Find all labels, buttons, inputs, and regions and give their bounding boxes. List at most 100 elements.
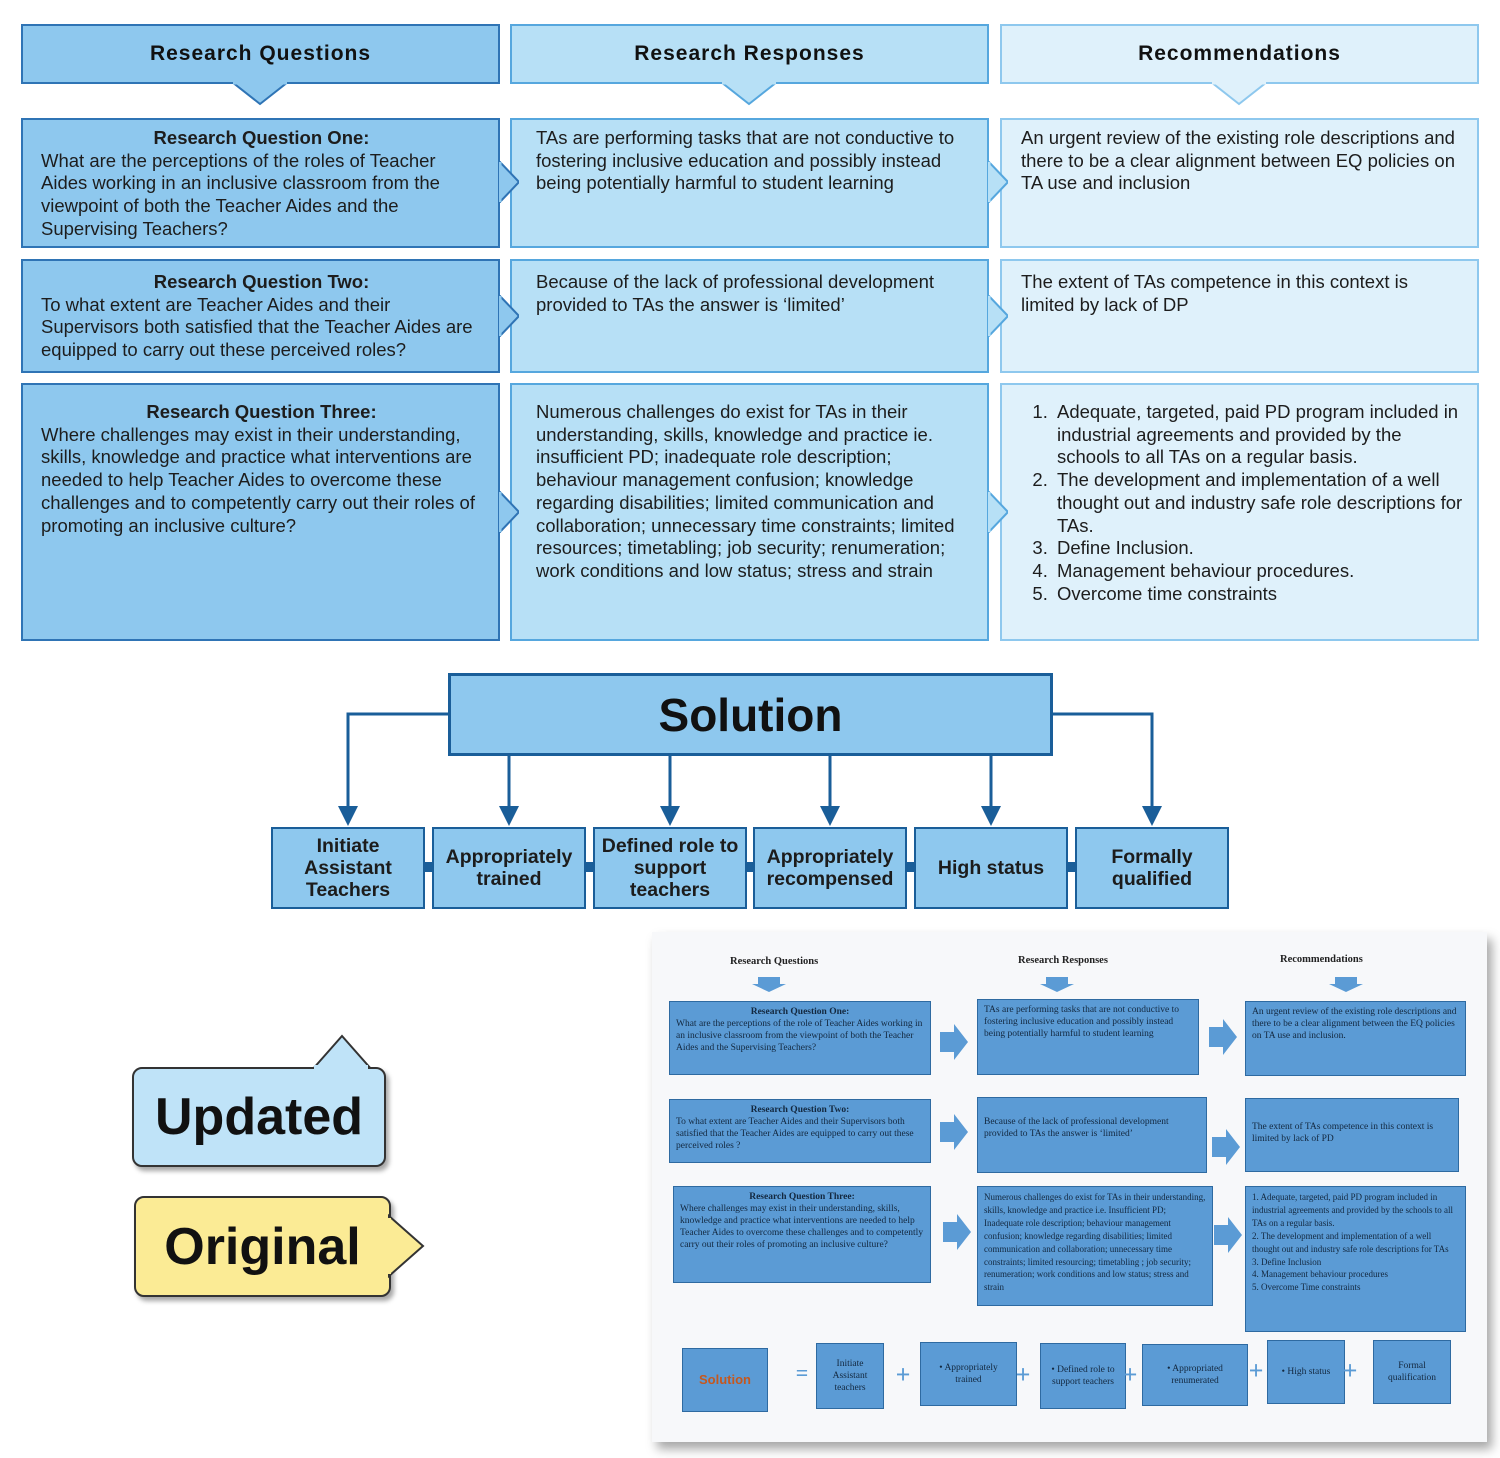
original-equals-sign: = [795, 1360, 809, 1385]
list-item: 4. Management behaviour procedures [1252, 1269, 1388, 1280]
list-item: 3. Define Inclusion [1252, 1256, 1322, 1267]
solution-item-label: Appropriately recompensed [766, 846, 894, 890]
original-question-title: Research Question One: [750, 1007, 850, 1017]
list-item: 5. Overcome Time constraints [1252, 1282, 1361, 1293]
original-solution-item: • High status [1267, 1340, 1345, 1404]
chevron-right-icon [499, 295, 519, 337]
chevron-right-icon [499, 161, 519, 203]
box-connector [424, 862, 434, 872]
chevron-right-icon [988, 161, 1008, 203]
solution-item: High status [914, 827, 1068, 909]
original-response-three: Numerous challenges do exist for TAs in … [977, 1186, 1213, 1306]
solution-box: Solution [448, 673, 1053, 756]
solution-connector-lines [338, 712, 1162, 826]
list-item: Define Inclusion. [1053, 537, 1467, 560]
question-text: What are the perceptions of the roles of… [41, 149, 440, 239]
original-plus-sign: + [1248, 1356, 1264, 1385]
original-solution-item: Initiate Assistant teachers [816, 1343, 884, 1409]
original-question-three: Research Question Three: Where challenge… [673, 1186, 931, 1283]
recommendations-list: Adequate, targeted, paid PD program incl… [1021, 401, 1467, 605]
solution-item-label: Formally qualified [1111, 846, 1193, 890]
box-connector [745, 862, 755, 872]
recommendation-text: The extent of TAs competence in this con… [1021, 271, 1408, 315]
response-one-cell: TAs are performing tasks that are not co… [510, 118, 989, 248]
original-question-title: Research Question Two: [750, 1105, 850, 1115]
original-question-one: Research Question One: What are the perc… [669, 1001, 931, 1075]
list-item: 2. The development and implementation of… [1252, 1230, 1449, 1254]
solution-item-label: Defined role to support teachers [601, 835, 739, 901]
original-recommendation-one: An urgent review of the existing role de… [1245, 1001, 1466, 1076]
original-question-text: Where challenges may exist in their unde… [680, 1204, 924, 1250]
original-response-one: TAs are performing tasks that are not co… [977, 999, 1199, 1075]
original-question-text: What are the perceptions of the role of … [676, 1019, 923, 1053]
original-question-title: Research Question Three: [749, 1192, 855, 1202]
tag-pointer-mask [314, 1065, 368, 1071]
question-two-cell: Research Question Two: To what extent ar… [21, 259, 500, 373]
question-title: Research Question Two: [153, 271, 370, 292]
original-solution-item: Formal qualification [1373, 1340, 1451, 1404]
original-plus-sign: + [1122, 1360, 1138, 1389]
header-recommendations: Recommendations [1000, 24, 1479, 84]
header-research-responses: Research Responses [510, 24, 989, 84]
solution-item-label: High status [937, 857, 1045, 879]
question-text: To what extent are Teacher Aides and the… [41, 293, 473, 361]
original-response-text: Numerous challenges do exist for TAs in … [984, 1192, 1206, 1293]
header-pointer [232, 82, 288, 106]
chevron-right-icon [988, 295, 1008, 337]
original-diagram-image: Research Questions Research Responses Re… [652, 932, 1487, 1442]
chevron-right-icon [499, 491, 519, 533]
original-solution-box: Solution [682, 1348, 768, 1412]
original-header: Research Responses [1018, 955, 1108, 966]
box-connector [906, 862, 916, 872]
solution-item: Appropriately recompensed [753, 827, 907, 909]
solution-item-label: Appropriately trained [445, 846, 573, 890]
original-solution-item: • Appropriately trained [920, 1342, 1017, 1406]
solution-item: Formally qualified [1075, 827, 1229, 909]
original-plus-sign: + [895, 1360, 911, 1389]
recommendation-two-cell: The extent of TAs competence in this con… [1000, 259, 1479, 373]
response-text: Numerous challenges do exist for TAs in … [536, 401, 955, 581]
recommendation-text: An urgent review of the existing role de… [1021, 127, 1455, 194]
original-question-two: Research Question Two: To what extent ar… [669, 1099, 931, 1163]
list-item: Adequate, targeted, paid PD program incl… [1053, 401, 1467, 469]
response-two-cell: Because of the lack of professional deve… [510, 259, 989, 373]
solution-title: Solution [658, 688, 843, 741]
box-connector [585, 862, 595, 872]
question-text: Where challenges may exist in their unde… [41, 423, 475, 536]
question-title: Research Question One: [153, 127, 370, 148]
solution-item-label: Initiate Assistant Teachers [304, 835, 392, 901]
header-pointer [721, 82, 777, 106]
original-solution-item-label: • Appropriated renumerated [1167, 1364, 1223, 1386]
original-solution-item-label: • Defined role to support teachers [1051, 1365, 1115, 1387]
question-one-cell: Research Question One: What are the perc… [21, 118, 500, 248]
original-response-two: Because of the lack of professional deve… [977, 1097, 1207, 1173]
recommendation-one-cell: An urgent review of the existing role de… [1000, 118, 1479, 248]
original-solution-item-label: • High status [1281, 1367, 1331, 1377]
updated-tag-label: Updated [155, 1088, 363, 1146]
original-solution-item: • Appropriated renumerated [1142, 1344, 1248, 1406]
original-recommendation-two: The extent of TAs competence in this con… [1245, 1098, 1459, 1172]
list-item: The development and implementation of a … [1053, 469, 1467, 537]
list-item: 1. Adequate, targeted, paid PD program i… [1252, 1192, 1453, 1228]
list-item: Overcome time constraints [1053, 583, 1467, 606]
header-pointer [1211, 82, 1267, 106]
header-research-questions: Research Questions [21, 24, 500, 84]
original-plus-sign: + [1342, 1356, 1358, 1385]
original-solution-item: • Defined role to support teachers [1040, 1343, 1126, 1409]
box-connector [1067, 862, 1077, 872]
original-recommendation-three: 1. Adequate, targeted, paid PD program i… [1245, 1186, 1466, 1332]
updated-tag: Updated [132, 1067, 386, 1167]
original-response-text: Because of the lack of professional deve… [984, 1117, 1169, 1139]
original-solution-item-label: • Appropriately trained [939, 1363, 998, 1385]
original-recommendation-text: An urgent review of the existing role de… [1252, 1007, 1457, 1041]
response-text: Because of the lack of professional deve… [536, 271, 934, 315]
solution-item: Appropriately trained [432, 827, 586, 909]
header-label: Research Questions [149, 42, 372, 65]
original-plus-sign: + [1015, 1360, 1031, 1389]
original-response-text: TAs are performing tasks that are not co… [984, 1005, 1179, 1039]
question-three-cell: Research Question Three: Where challenge… [21, 383, 500, 641]
list-item: Management behaviour procedures. [1053, 560, 1467, 583]
original-tag-label: Original [164, 1217, 361, 1276]
header-label: Research Responses [634, 42, 865, 65]
solution-item: Defined role to support teachers [593, 827, 747, 909]
